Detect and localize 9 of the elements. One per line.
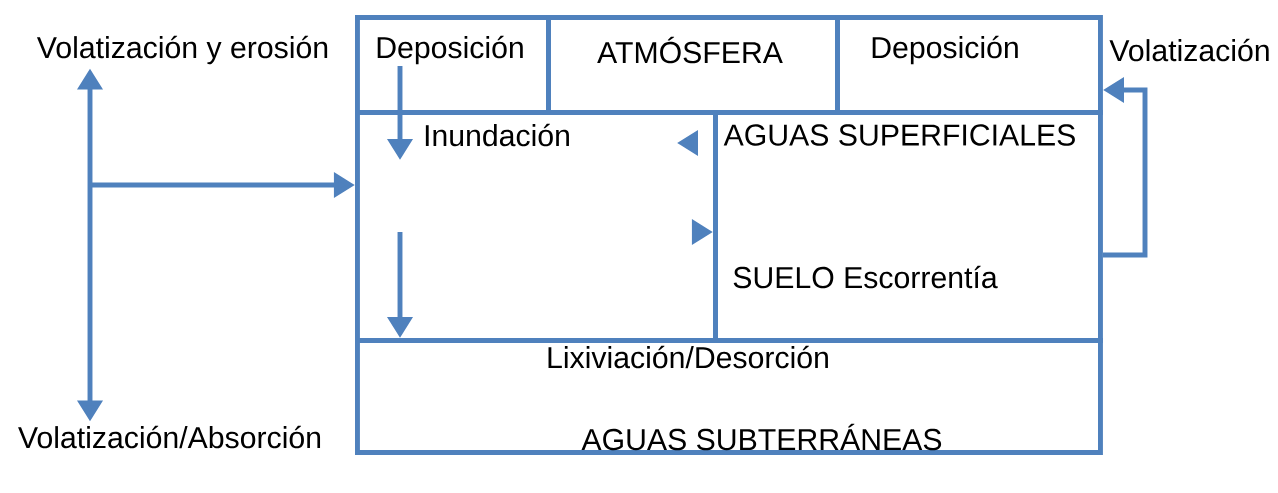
cell: AGUAS SUPERFICIALES SUELO Escorrentía <box>713 110 1103 343</box>
cell: ATMÓSFERA <box>546 15 840 115</box>
process-label: Volatización <box>1109 38 1269 62</box>
cell: Deposición <box>355 15 551 115</box>
cell: Inundación <box>355 110 718 343</box>
process-label: Volatización/Absorción <box>18 425 321 449</box>
cell: Lixiviación/Desorción AGUAS SUBTERRÁNEAS <box>355 338 1103 455</box>
cell: Deposición <box>835 15 1103 115</box>
process-label: Volatización y erosión <box>36 35 328 65</box>
